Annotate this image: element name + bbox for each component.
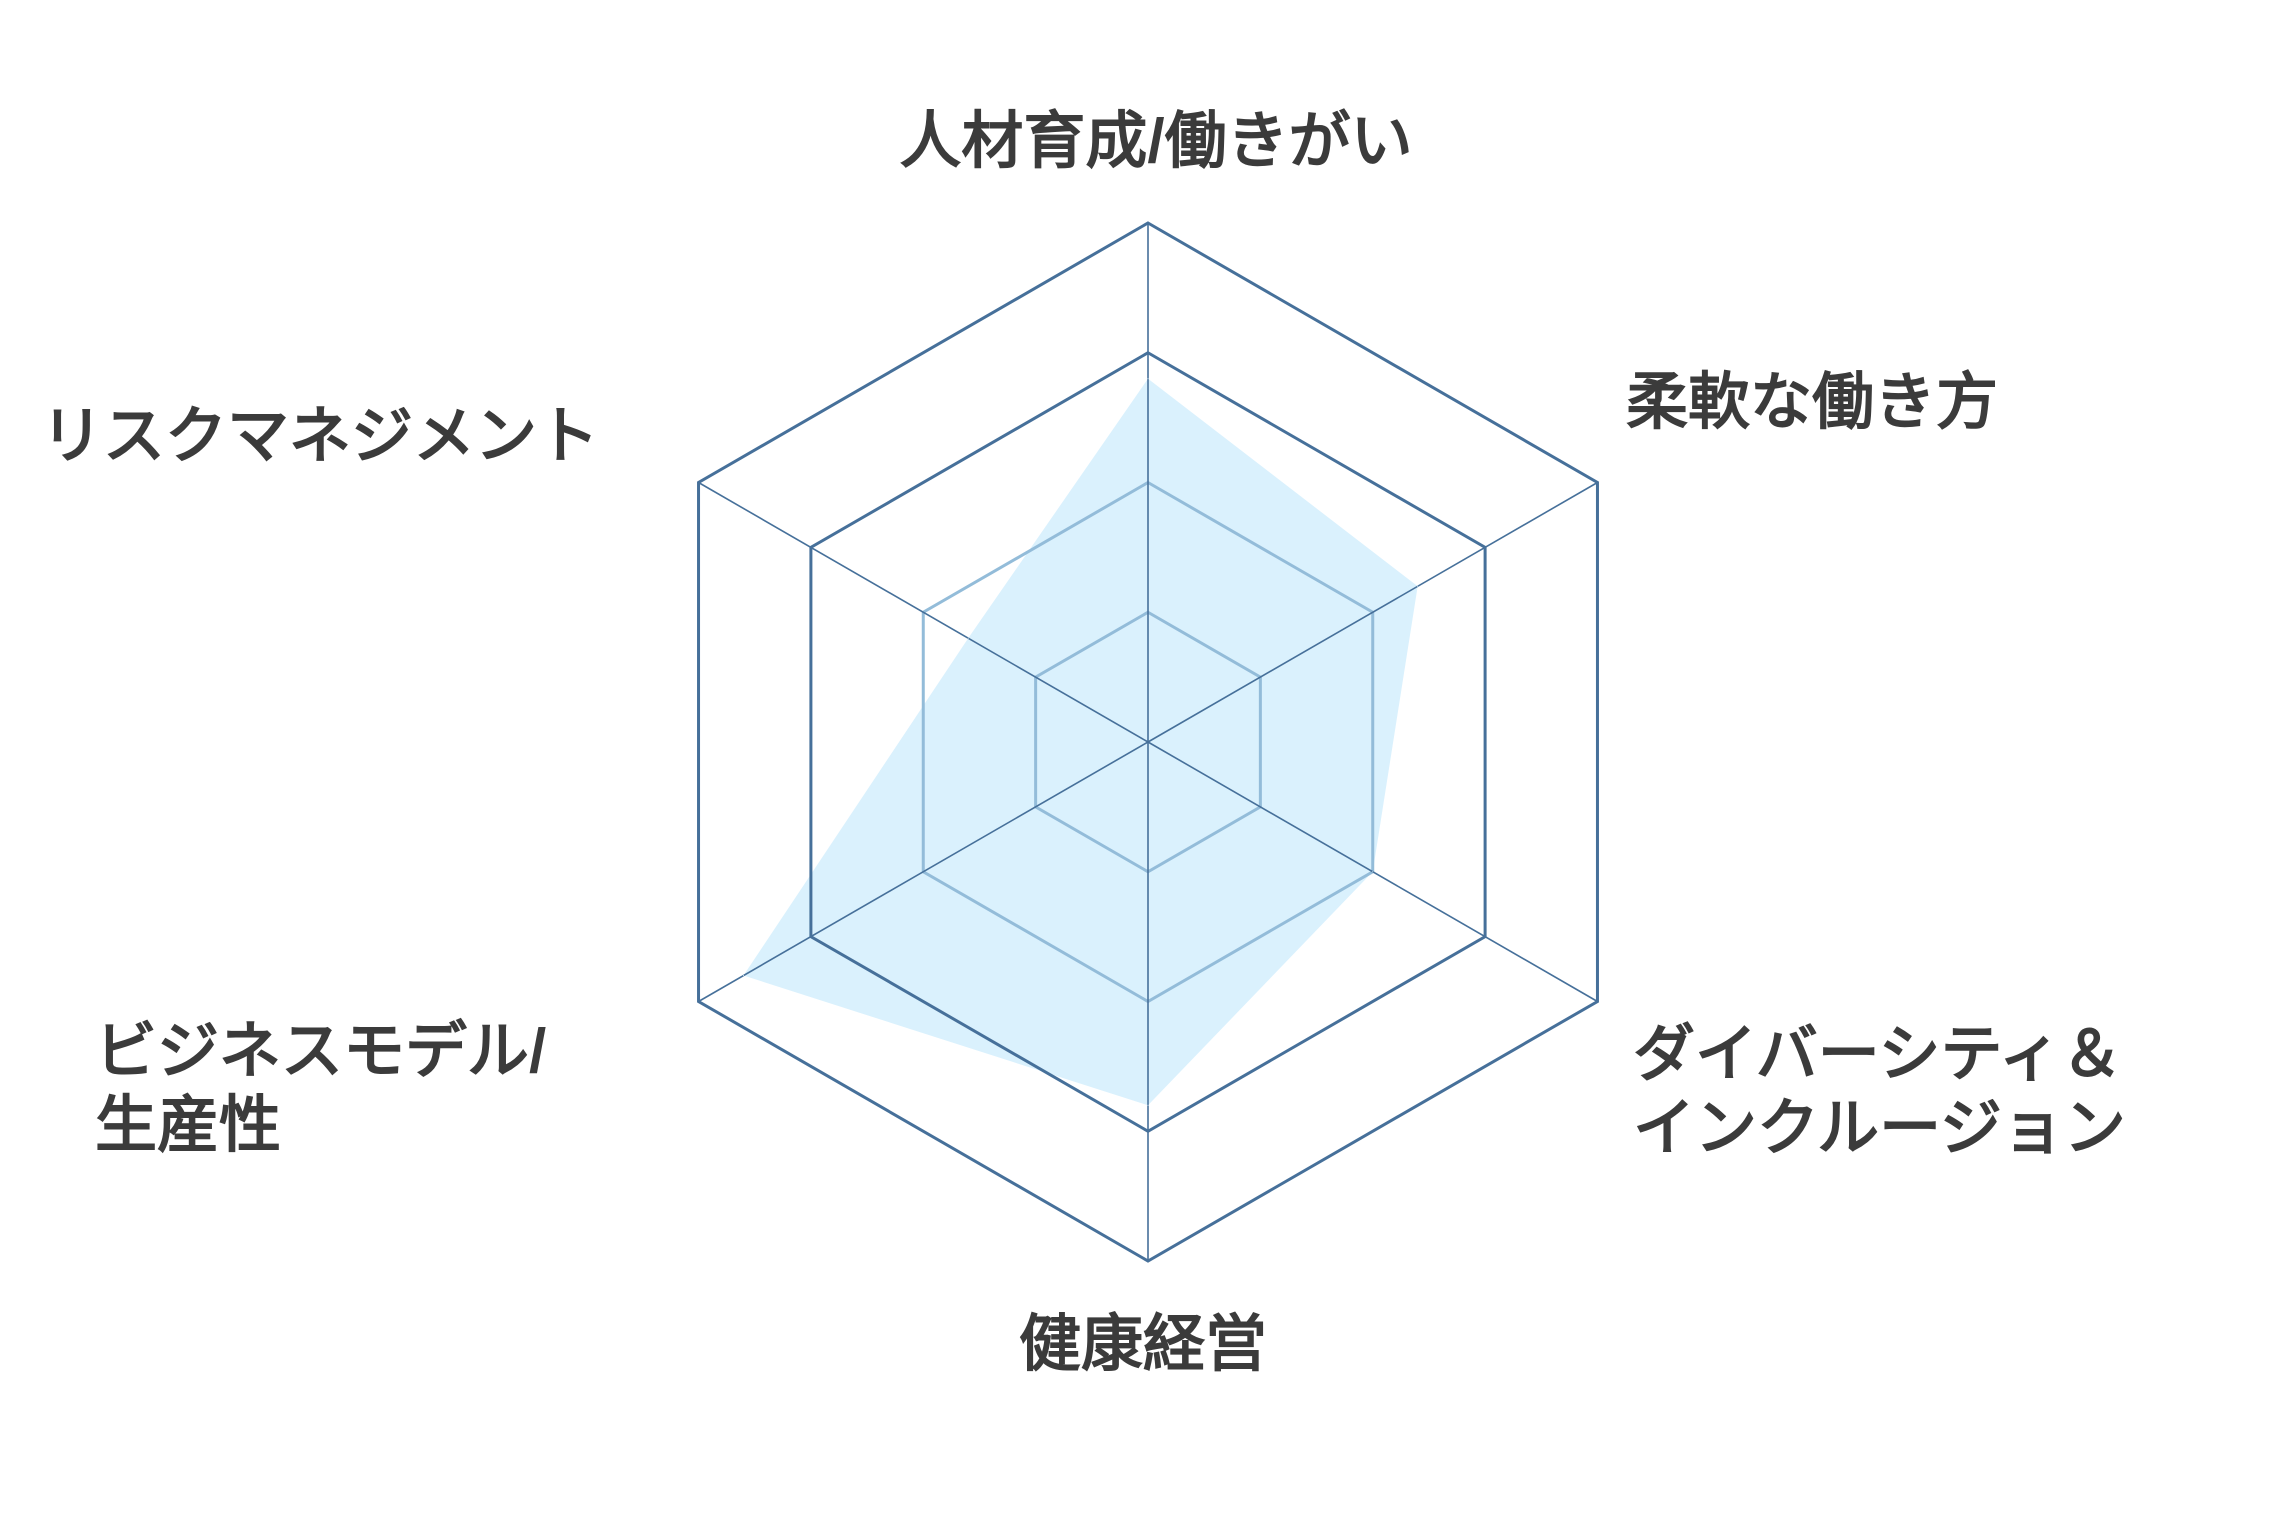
data-point	[1372, 871, 1374, 873]
axis-spoke	[698, 481, 1149, 743]
data-point	[1147, 378, 1149, 380]
data-point	[1147, 1104, 1149, 1106]
axis-label-line: ビジネスモデル/	[95, 1017, 547, 1086]
axis-spoke	[1147, 481, 1598, 743]
axis-label: 健康経営	[1019, 1308, 1267, 1382]
axis-label-line: 健康経営	[1018, 1310, 1268, 1379]
axis-label-line: ダイバーシティ＆	[1633, 1020, 2123, 1089]
axis-label: 柔軟な働き方	[1626, 366, 1998, 440]
axis-label-line: 生産性	[95, 1091, 282, 1160]
axis-label: リスクマネジメント	[41, 400, 599, 474]
axis-label: ダイバーシティ＆インクルージョン	[1633, 1018, 2126, 1166]
data-point	[742, 975, 744, 977]
data-point	[1417, 585, 1419, 587]
axis-label-line: 柔軟な働き方	[1626, 368, 1999, 437]
axis-label: ビジネスモデル/生産性	[95, 1015, 546, 1163]
axis-label: 人材育成/働きがい	[899, 105, 1412, 179]
axis-spoke	[698, 741, 1149, 1003]
axis-label-line: リスクマネジメント	[41, 402, 600, 471]
data-point	[967, 637, 969, 639]
axis-label-line: 人材育成/働きがい	[899, 107, 1413, 176]
data-area	[743, 378, 1418, 1106]
axis-label-line: インクルージョン	[1633, 1094, 2126, 1163]
